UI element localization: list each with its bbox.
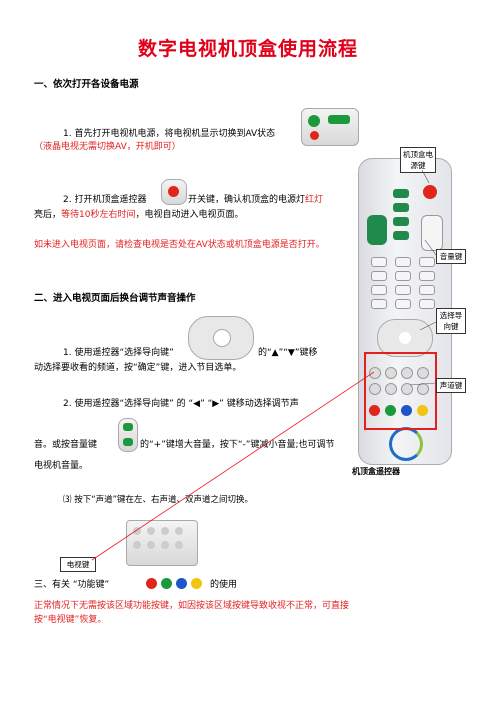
green-function-key-icon [161, 578, 172, 589]
section2-step1c: 动选择要收看的频道，按“确定”键，进入节目选单。 [34, 363, 242, 373]
red-dot-icon [310, 131, 319, 140]
function-key-icon [369, 367, 381, 379]
callout-power: 机顶盒电源键 [400, 147, 436, 173]
number-key-icon [419, 271, 435, 281]
function-key-icon [417, 367, 429, 379]
function-key-icon [385, 367, 397, 379]
section2-step2d: 电视机音量。 [34, 461, 89, 471]
number-key-icon [371, 299, 387, 309]
av-button-icon [328, 115, 350, 124]
nav-pad-image [188, 316, 254, 360]
function-keys-image [144, 577, 206, 591]
power-icon [308, 115, 320, 127]
section1-heading: 一、依次打开各设备电源 [34, 79, 139, 90]
section2-step2c: 的“+”键增大音量，按下“-”键减小音量;也可调节 [140, 440, 335, 450]
section1-step2b: 开关键，确认机顶盒的电源灯红灯 [188, 195, 324, 205]
red-function-key-icon [369, 405, 380, 416]
section3-heading-a: 三、有关 “功能键” [34, 580, 110, 590]
volume-down-icon [123, 438, 133, 446]
green-key-icon [393, 231, 409, 240]
section2-step2a: 2. 使用遥控器“选择导向键” 的 “◀” “▶” 键移动选择调节声 [63, 399, 299, 409]
button-icon [161, 527, 169, 535]
callout-tv-key: 电视键 [60, 557, 96, 572]
number-key-icon [419, 257, 435, 267]
button-icon [175, 527, 183, 535]
callout-volume: 音量键 [436, 249, 466, 264]
section1-step1-note: （液晶电视无需切换AV，开机即可） [34, 142, 181, 152]
section1-warning: 如未进入电视页面，请检查电视是否处在AV状态或机顶盒电源是否打开。 [34, 240, 325, 250]
nav-pad-icon [377, 319, 433, 357]
tv-key-pointer-line [91, 371, 375, 561]
green-function-key-icon [385, 405, 396, 416]
green-key-icon [393, 217, 409, 226]
button-icon [147, 541, 155, 549]
volume-up-icon [123, 423, 133, 431]
number-key-icon [395, 271, 411, 281]
section3-note: 正常情况下无需按该区域功能按键，如因按该区域按键导致收视不正常，可直接按“电视键… [34, 601, 350, 625]
power-icon [168, 186, 179, 197]
tv-key-remote-image [126, 520, 198, 566]
power-icon [423, 185, 437, 199]
section1-step2-line2: 亮后，等待10秒左右时间，电视自动进入电视页面。 [34, 210, 244, 220]
number-key-icon [395, 257, 411, 267]
green-key-icon [393, 203, 409, 212]
button-icon [161, 541, 169, 549]
callout-line [419, 321, 437, 331]
green-key-icon [393, 189, 409, 198]
number-key-icon [419, 285, 435, 295]
red-function-key-icon [146, 578, 157, 589]
callout-channel: 声道键 [436, 378, 466, 393]
number-key-icon [395, 285, 411, 295]
stb-power-button-image [161, 179, 187, 205]
button-icon [133, 541, 141, 549]
callout-line [409, 382, 437, 386]
remote-caption: 机顶盒遥控器 [352, 467, 400, 476]
button-icon [175, 541, 183, 549]
function-key-icon [385, 383, 397, 395]
number-key-icon [371, 285, 387, 295]
callout-line [421, 169, 430, 184]
number-key-icon [371, 257, 387, 267]
section2-step1a: 1. 使用遥控器“选择导向键” [63, 348, 174, 358]
number-key-icon [371, 271, 387, 281]
yellow-function-key-icon [191, 578, 202, 589]
ok-button-icon [213, 329, 231, 347]
function-key-icon [369, 383, 381, 395]
volume-key-image [118, 418, 138, 452]
section3-heading-b: 的使用 [210, 580, 238, 590]
function-key-icon [401, 383, 413, 395]
blue-function-key-icon [401, 405, 412, 416]
page-title: 数字电视机顶盒使用流程 [137, 38, 358, 60]
callout-line [424, 239, 437, 256]
blue-function-key-icon [176, 578, 187, 589]
number-key-icon [419, 299, 435, 309]
section2-step2b: 音。或按音量键 [34, 440, 98, 450]
button-icon [133, 527, 141, 535]
section2-step1b: 的“▲”“▼”键移 [258, 348, 318, 358]
green-volume-key-icon [367, 215, 387, 245]
callout-nav: 选择导向键 [436, 308, 466, 334]
section2-step3: ⑶ 按下“声道”键在左、右声道、双声道之间切换。 [63, 495, 254, 505]
yellow-function-key-icon [417, 405, 428, 416]
function-key-icon [401, 367, 413, 379]
function-key-icon [417, 383, 429, 395]
section1-step2a: 2. 打开机顶盒遥控器 [63, 195, 147, 205]
tv-remote-top-image [301, 108, 359, 146]
section1-step1: 1. 首先打开电视机电源，将电视机显示切换到AV状态 [63, 129, 276, 139]
number-key-icon [395, 299, 411, 309]
section2-heading: 二、进入电视页面后换台调节声音操作 [34, 293, 196, 304]
button-icon [147, 527, 155, 535]
